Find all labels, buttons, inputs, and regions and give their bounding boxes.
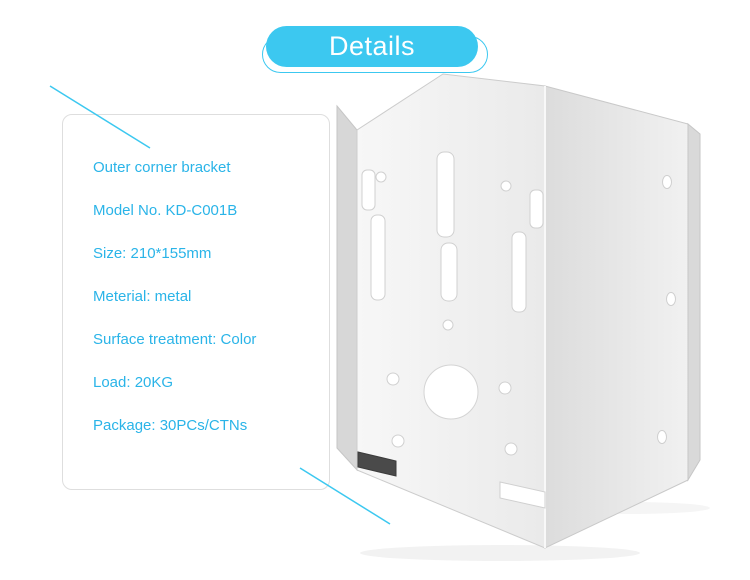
mount-hole xyxy=(442,319,454,331)
mount-hole xyxy=(500,180,512,192)
bottom-right-slot xyxy=(499,481,546,509)
spec-panel: Outer corner bracket Model No. KD-C001B … xyxy=(62,114,330,490)
details-banner: Details xyxy=(266,26,478,67)
bracket-shadow xyxy=(360,545,640,561)
mount-hole xyxy=(504,442,518,456)
details-banner-title: Details xyxy=(328,31,416,61)
spec-line-product-name: Outer corner bracket xyxy=(93,159,231,176)
spec-line-material: Meterial: metal xyxy=(93,288,192,305)
center-large-hole xyxy=(423,364,479,420)
bracket-left-flange xyxy=(336,104,358,472)
slot xyxy=(529,189,544,229)
spec-line-package: Package: 30PCs/CTNs xyxy=(93,417,248,434)
spec-line-surface-treatment: Surface treatment: Color xyxy=(93,331,257,348)
mount-hole xyxy=(666,292,676,306)
right-face-holes xyxy=(657,175,676,444)
mount-hole xyxy=(657,430,667,444)
front-face-slots xyxy=(361,151,544,313)
spec-line-size: Size: 210*155mm xyxy=(93,245,212,262)
spec-line-model-no: Model No. KD-C001B xyxy=(93,202,238,219)
front-face-holes xyxy=(375,171,518,456)
slot xyxy=(511,231,527,313)
bracket-right-flange xyxy=(687,122,701,482)
slot xyxy=(436,151,455,238)
mount-hole xyxy=(662,175,672,189)
bracket-right-face xyxy=(544,85,689,549)
mount-hole xyxy=(391,434,405,448)
mount-hole xyxy=(386,372,400,386)
mount-hole xyxy=(375,171,387,183)
slot xyxy=(361,169,376,211)
slot xyxy=(370,214,386,301)
mount-hole xyxy=(498,381,512,395)
product-photo xyxy=(336,73,710,561)
slot xyxy=(440,242,458,302)
spec-line-load: Load: 20KG xyxy=(93,374,174,391)
